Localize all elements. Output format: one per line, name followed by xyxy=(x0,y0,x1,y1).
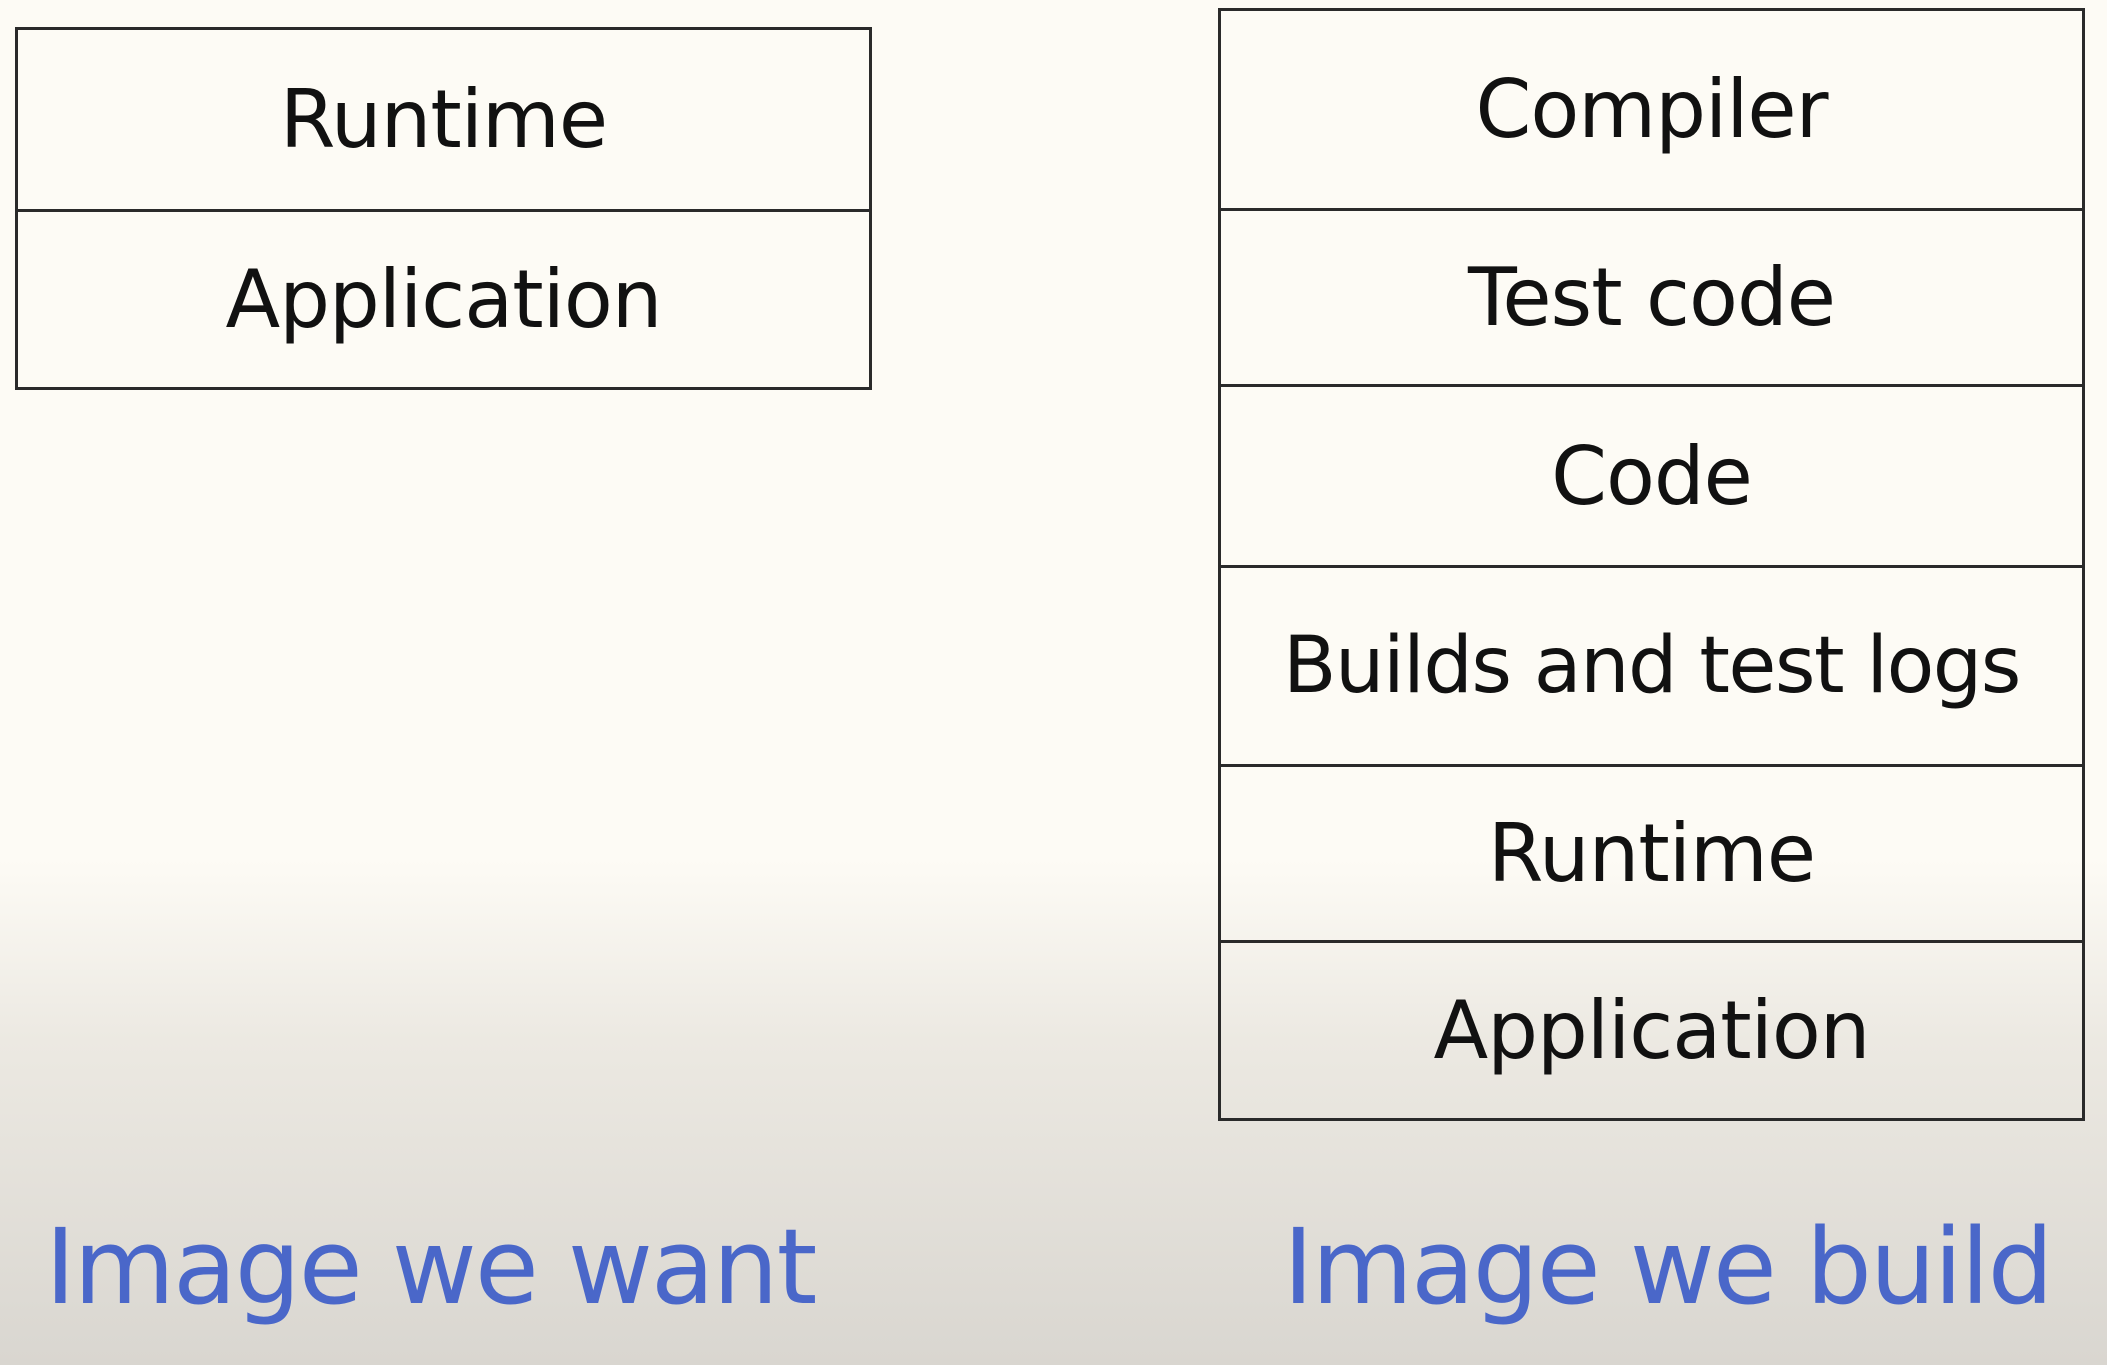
layer-test-code: Test code xyxy=(1221,208,2082,384)
layer-application: Application xyxy=(18,208,869,388)
caption-image-we-want: Image we want xyxy=(45,1206,817,1328)
image-we-want-stack: Runtime Application xyxy=(15,27,872,390)
layer-compiler: Compiler xyxy=(1475,63,1828,156)
layer-code: Code xyxy=(1221,384,2082,565)
layer-application: Application xyxy=(1221,940,2082,1118)
layer-builds-and-test-logs: Builds and test logs xyxy=(1221,565,2082,764)
layer-runtime: Runtime xyxy=(1221,764,2082,940)
image-we-build-stack: Compiler Test code Code Builds and test … xyxy=(1218,8,2085,1121)
caption-image-we-build: Image we build xyxy=(1283,1206,2054,1328)
layer-runtime: Runtime xyxy=(279,72,608,166)
